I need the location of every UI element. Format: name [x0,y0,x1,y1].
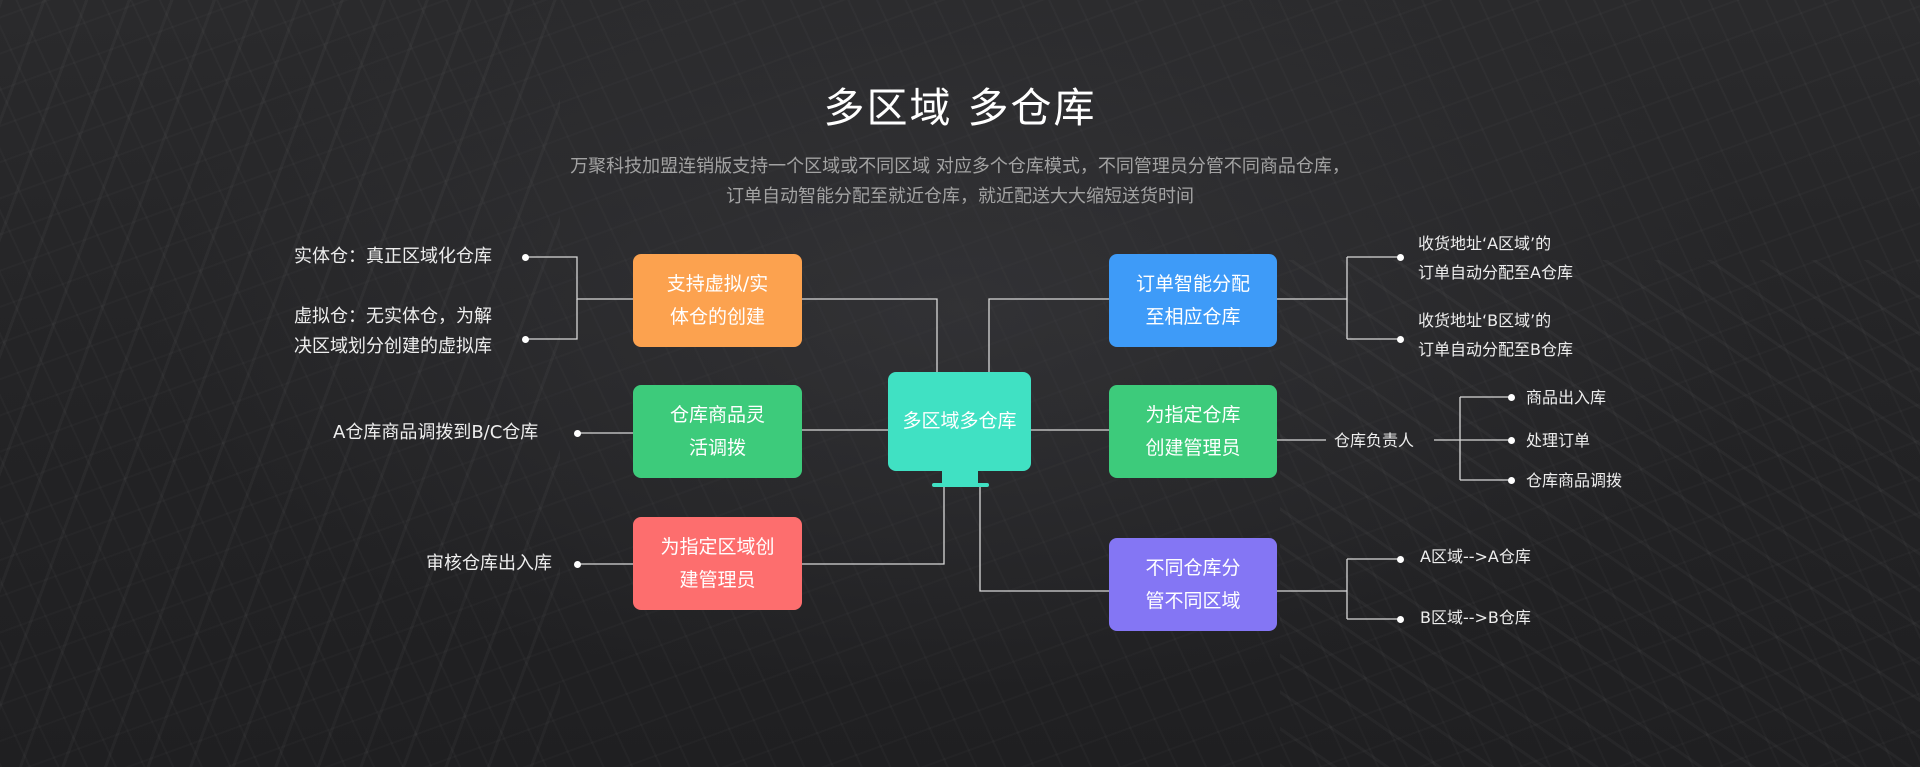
leaf-region-a-warehouse: A区域-->A仓库 [1420,547,1531,566]
node-goods-transfer-line2: 活调拨 [688,436,746,459]
connector-center-blue [988,298,1109,372]
leaf-virtual-warehouse: 虚拟仓：无实体仓，为解 决区域划分创建的虚拟库 [294,302,492,362]
center-node: 多区域多仓库 [888,372,1031,471]
subtitle-line-2: 订单自动智能分配至就近仓库，就近配送大大缩短送货时间 [726,186,1194,207]
connector-leaf-real [526,256,633,300]
leaf-warehouse-manager: 仓库负责人 [1334,431,1415,450]
leaf-process-orders: 处理订单 [1526,431,1591,450]
node-goods-transfer-line1: 仓库商品灵 [669,403,765,426]
node-region-admin-line2: 建管理员 [679,568,756,591]
leaf-goods-inout: 商品出入库 [1526,388,1607,407]
center-stand-neck [942,470,978,484]
node-virtual-real-warehouse: 支持虚拟/实 体仓的创建 [633,254,802,347]
center-node-label: 多区域多仓库 [902,410,1017,432]
node-warehouse-admin: 为指定仓库 创建管理员 [1109,385,1277,478]
leaf-order-region-a-line2: 订单自动分配至A仓库 [1418,263,1573,282]
connector-orange-center [802,298,938,372]
leaf-order-region-a: 收货地址‘A区域’的 订单自动分配至A仓库 [1418,229,1573,287]
connector-red-center [802,486,945,565]
leaf-order-region-b: 收货地址‘B区域’的 订单自动分配至B仓库 [1418,306,1573,364]
page-title: 多区域 多仓库 [823,84,1097,132]
node-warehouse-admin-line2: 创建管理员 [1145,436,1241,459]
node-goods-transfer: 仓库商品灵 活调拨 [633,385,802,478]
node-region-admin-line1: 为指定区域创 [660,535,775,558]
node-order-assign-line1: 订单智能分配 [1135,272,1250,295]
dot-blue-leaf2 [1397,336,1404,343]
dot-manager-leaf1 [1508,394,1515,401]
leaf-goods-transfer: A仓库商品调拨到B/C仓库 [333,422,539,443]
connector-leaf-virtual [526,299,578,340]
leaf-region-b-warehouse: B区域-->B仓库 [1420,608,1531,627]
node-virtual-real-line2: 体仓的创建 [669,305,765,328]
center-stand-base [932,483,989,487]
dot-manager-leaf3 [1508,477,1515,484]
leaf-audit-inout: 审核仓库出入库 [426,553,552,574]
dot-blue-leaf1 [1397,254,1404,261]
dot-leaf-virtual [522,336,529,343]
leaf-order-region-a-line1: 收货地址‘A区域’的 [1418,234,1552,253]
node-region-admin: 为指定区域创 建管理员 [633,517,802,610]
node-region-split-line1: 不同仓库分 [1145,556,1241,579]
node-order-assign: 订单智能分配 至相应仓库 [1109,254,1277,347]
leaf-virtual-warehouse-line2: 决区域划分创建的虚拟库 [294,336,492,357]
node-region-split: 不同仓库分 管不同区域 [1109,538,1277,631]
leaf-virtual-warehouse-line1: 虚拟仓：无实体仓，为解 [294,306,492,327]
leaf-goods-transfer-right: 仓库商品调拨 [1526,471,1623,490]
leaf-order-region-b-line1: 收货地址‘B区域’的 [1418,311,1552,330]
dot-leaf-audit [574,561,581,568]
dot-purple-leaf1 [1397,556,1404,563]
leaf-order-region-b-line2: 订单自动分配至B仓库 [1418,340,1573,359]
node-warehouse-admin-line1: 为指定仓库 [1145,403,1241,426]
node-order-assign-line2: 至相应仓库 [1145,305,1241,328]
dot-leaf-transfer [574,430,581,437]
dot-purple-leaf2 [1397,616,1404,623]
leaf-real-warehouse: 实体仓：真正区域化仓库 [294,246,492,267]
node-virtual-real-line1: 支持虚拟/实 [666,272,769,295]
subtitle-line-1: 万聚科技加盟连销版支持一个区域或不同区域 对应多个仓库模式，不同管理员分管不同商… [570,156,1350,177]
connector-center-purple [979,486,1109,592]
dot-manager-leaf2 [1508,437,1515,444]
node-region-split-line2: 管不同区域 [1145,589,1241,612]
dot-leaf-real [522,254,529,261]
